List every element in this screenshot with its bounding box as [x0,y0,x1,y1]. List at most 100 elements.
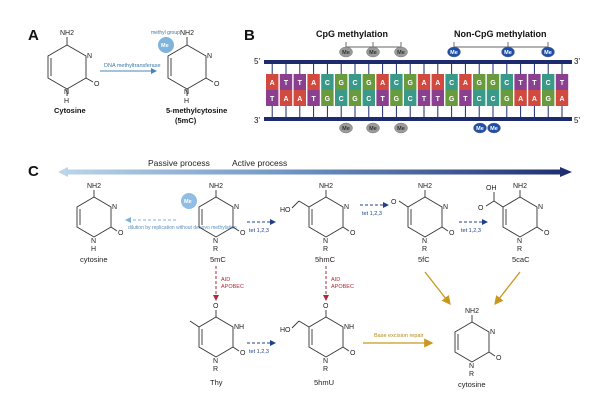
cytosine-right-n3: N [490,329,495,336]
name-thy: Thy [210,378,223,387]
thy-o4: O [213,303,219,310]
name-5fc: 5fC [418,255,430,264]
bottom-base-10 [404,90,417,106]
5hmc-structure: NH2 HO N N R O [280,183,356,253]
bottom-base-label-10: C [408,96,413,103]
bottom-me-text-0: Me [342,126,350,132]
top-base-label-18: T [518,80,523,87]
5hmu-o2: O [350,350,356,357]
top-base-19 [528,74,541,90]
top-me-mark-5 [541,46,555,58]
5cac-nh2: NH2 [513,183,527,190]
cytosine-right-o: O [496,355,502,362]
bottom-base-label-13: G [449,96,455,103]
5hmu-nh: NH [344,324,354,331]
cytosine-structure-c-right: NH2 N N R O [454,308,502,378]
top-base-1 [279,74,293,90]
bottom-base-label-18: A [518,96,523,103]
noncpg-bracket [453,42,549,48]
panel-c-letter: C [28,163,39,180]
passive-process-label: Passive process [148,158,210,168]
bottom-base-15 [473,90,486,106]
5hmc-nh2: NH2 [319,183,333,190]
bottom-base-8 [376,90,389,106]
name-cytosine-right: cytosine [458,380,486,389]
top-base-8 [376,74,389,90]
cpg-bracket [345,42,402,48]
top-base-label-21: T [560,80,565,87]
bottom-base-label-3: T [311,96,316,103]
passive-active-arrow [58,167,572,177]
5cac-o: O [544,230,550,237]
5cac-structure: NH2 OH O N N R O [478,183,550,253]
top-base-4 [321,74,334,90]
5mc-c-o: O [240,230,246,237]
top-base-6 [348,74,362,90]
aid-label-1b: APOBEC [221,284,244,290]
ber-label: Base excision repair [374,333,424,339]
5hmu-structure: O HO NH N R O [280,303,356,373]
bottom-base-label-14: T [463,96,468,103]
top-base-18 [514,74,527,90]
bottom-me-text-3: Me [476,126,484,132]
top-base-label-4: C [325,80,330,87]
name-5mc: 5mC [210,255,226,264]
5fc-to-cytosine-arrow [424,271,451,306]
top-me-text-0: Me [342,50,350,56]
bottom-base-label-5: C [339,96,344,103]
top-me-mark-3 [447,46,461,58]
top-base-label-10: G [407,80,413,87]
bottom-me-mark-4 [487,122,501,134]
top-base-16 [486,74,500,90]
bottom-me-mark-0 [339,122,353,134]
bottom-base-label-19: A [532,96,537,103]
5hmc-r: R [323,246,328,253]
top-base-label-2: T [298,80,303,87]
5mc-h: H [184,98,189,105]
cytosine-left-n1: N [91,238,96,245]
cytosine-left-nh2: NH2 [87,183,101,190]
methyl-badge-a [158,37,174,53]
top-base-label-8: A [380,80,385,87]
top-base-label-12: A [435,80,440,87]
cytosine-structure-a: NH2 N N H O [47,30,100,105]
5mc-c-r: R [213,246,218,253]
bottom-base-label-12: T [436,96,441,103]
top-base-10 [404,74,417,90]
top-me-text-4: Me [504,50,512,56]
bottom-base-label-21: A [559,96,564,103]
name-5hmu: 5hmU [314,378,334,387]
thy-n1: N [213,358,218,365]
bottom-base-18 [514,90,527,106]
methyl-badge-a-text: Me [161,43,169,49]
cpg-label: CpG methylation [316,29,388,39]
active-process-label: Active process [232,158,287,168]
panel-a-letter: A [28,27,39,44]
cytosine-o: O [94,81,100,88]
top-base-0 [266,74,279,90]
top-base-2 [293,74,306,90]
bottom-base-9 [390,90,403,106]
top-base-11 [417,74,431,90]
tet-label-2: tet 1,2,3 [362,211,382,217]
bottom-base-13 [445,90,458,106]
5mc-o: O [214,81,220,88]
noncpg-label: Non-CpG methylation [454,29,547,39]
top-me-text-5: Me [544,50,552,56]
top-base-13 [445,74,458,90]
bottom-base-14 [459,90,472,106]
top-base-3 [307,74,320,90]
top-me-mark-0 [339,46,353,58]
top-base-label-5: G [338,80,344,87]
top-base-label-15: G [476,80,482,87]
bottom-base-label-16: C [490,96,495,103]
bottom-base-label-4: G [325,96,331,103]
cytosine-h: H [64,98,69,105]
5cac-r: R [517,246,522,253]
5hmc-ho: HO [280,207,291,214]
cytosine-structure-c-left: NH2 N N H O [76,183,124,253]
top-base-14 [459,74,472,90]
top-backbone [264,60,572,64]
